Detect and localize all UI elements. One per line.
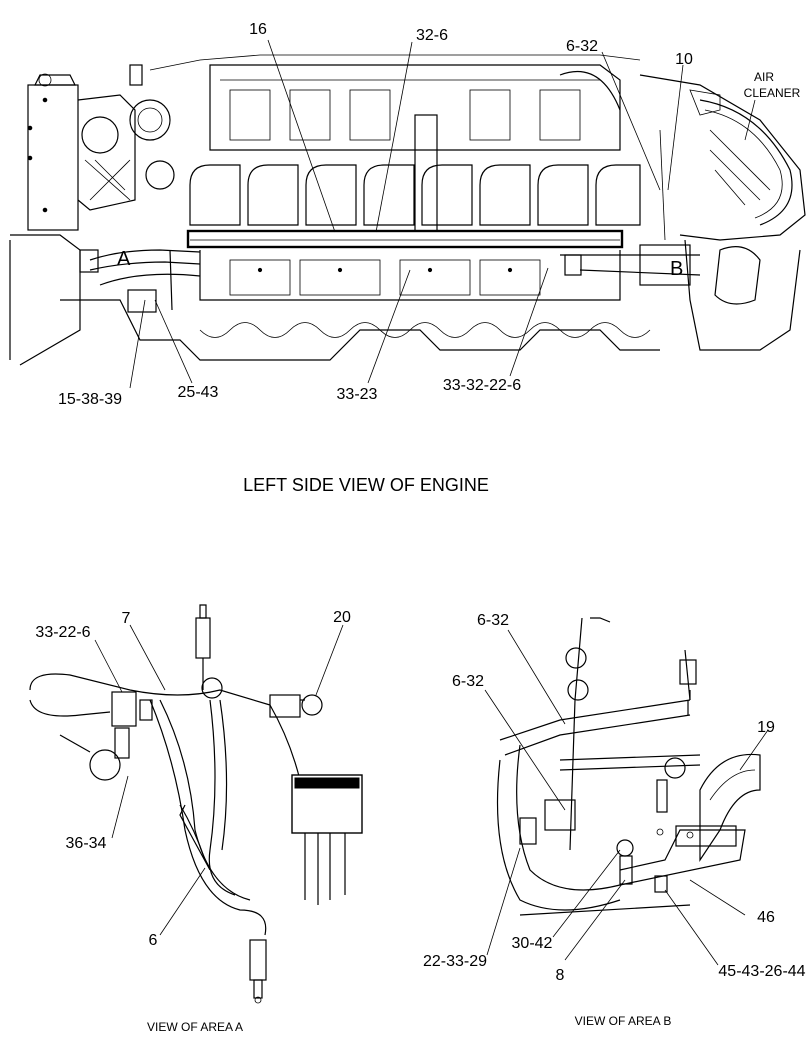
callout-30-42: 30-42 (512, 935, 553, 952)
area-b-caption: VIEW OF AREA B (575, 1014, 672, 1028)
callout-6-32-top: 6-32 (477, 612, 509, 629)
area-a-marker: A (117, 248, 131, 270)
callout-33-32-22-6: 33-32-22-6 (443, 377, 521, 394)
callout-16: 16 (249, 21, 267, 38)
callout-7: 7 (122, 610, 131, 627)
callout-46: 46 (757, 909, 775, 926)
callout-20: 20 (333, 609, 351, 626)
cylinder-heads (189, 164, 641, 226)
callout-33-23: 33-23 (337, 386, 378, 403)
area-b-view: 6-32 6-32 19 46 22-33-29 30-42 8 45-43-2… (423, 612, 806, 1028)
area-a-caption: VIEW OF AREA A (147, 1020, 243, 1034)
area-b-marker: B (670, 258, 683, 280)
callout-6-area-a: 6 (149, 932, 158, 949)
callout-6-32-mid: 6-32 (452, 673, 484, 690)
callout-33-22-6: 33-22-6 (35, 624, 90, 641)
callout-32-6: 32-6 (416, 27, 448, 44)
air-cleaner (639, 74, 806, 351)
callout-19: 19 (757, 719, 775, 736)
engine-view-caption: LEFT SIDE VIEW OF ENGINE (243, 475, 489, 495)
callout-10: 10 (675, 51, 693, 68)
callout-6-32-engine: 6-32 (566, 38, 598, 55)
area-a-view: 33-22-6 7 20 36-34 6 VIEW OF AREA A (29, 604, 363, 1034)
air-cleaner-label-2: CLEANER (744, 86, 801, 100)
engine-side-view: A B AIR CLEANER 16 32-6 6-32 10 15-38-39… (9, 21, 806, 495)
callout-36-34: 36-34 (66, 835, 107, 852)
callout-8: 8 (556, 967, 565, 984)
wiring-rail (186, 229, 624, 249)
callout-15-38-39: 15-38-39 (58, 391, 122, 408)
air-cleaner-label-1: AIR (754, 70, 774, 84)
callout-22-33-29: 22-33-29 (423, 953, 487, 970)
callout-45-43-26-44: 45-43-26-44 (718, 963, 805, 980)
callout-25-43: 25-43 (178, 384, 219, 401)
